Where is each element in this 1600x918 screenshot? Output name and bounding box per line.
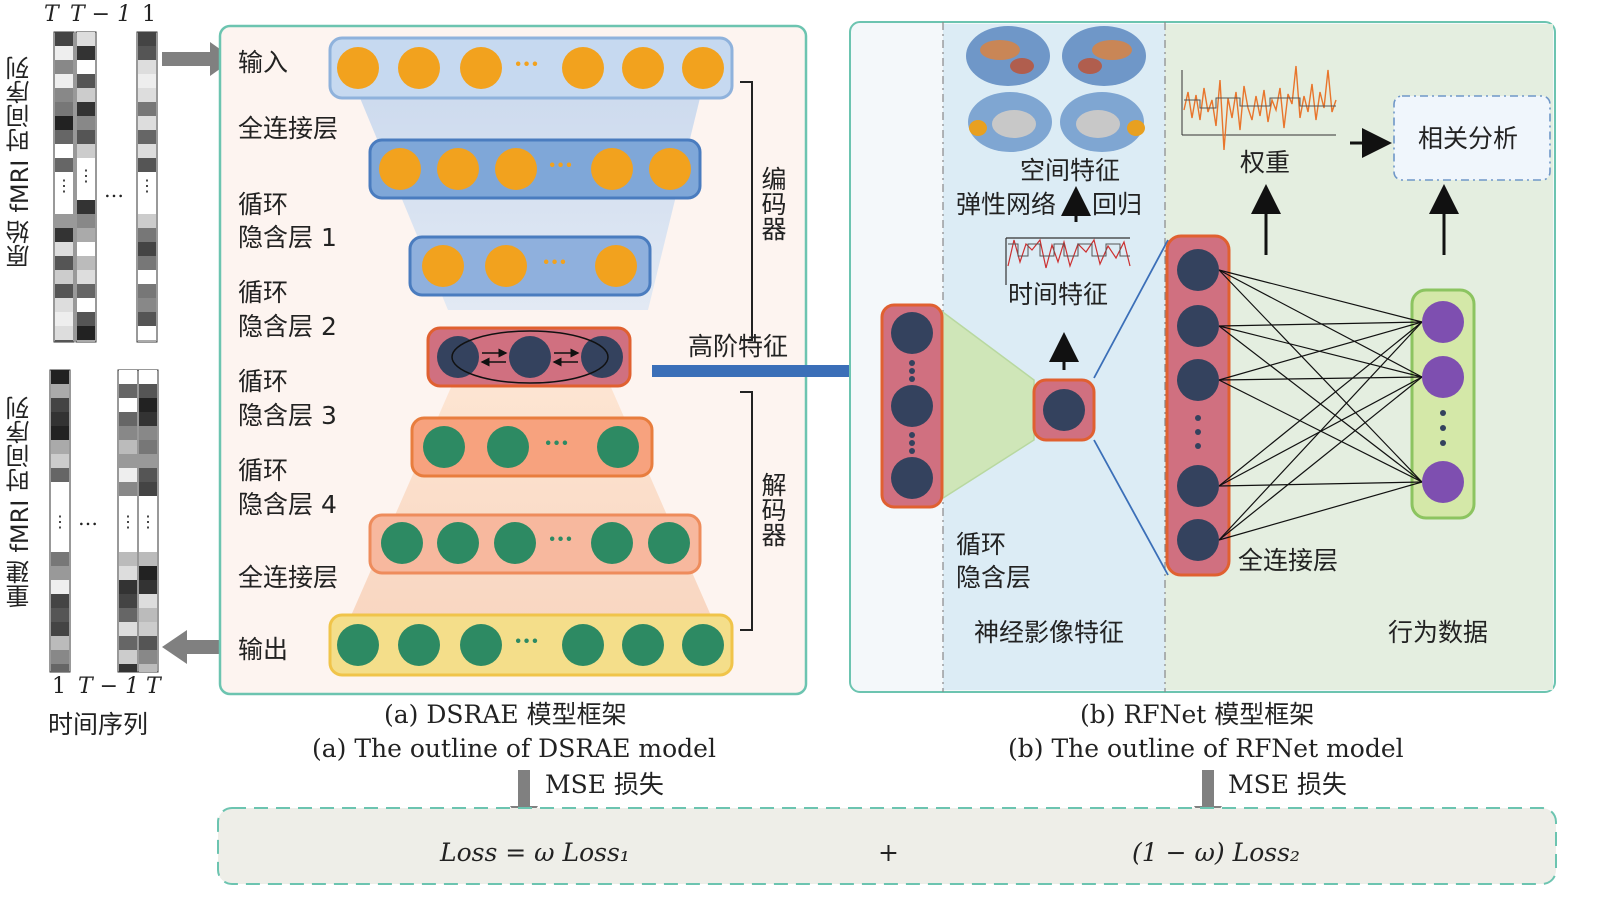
rnn1-ellipsis: ··· [542,247,568,276]
bottleneck-nodes [437,330,623,384]
fc-label-1: 全连接层 [238,114,339,143]
loss-term-2: (1 − ω) Loss₂ [1132,838,1300,867]
original-fmri-strips: ⋮ ⋮ ⋮ [53,31,158,343]
top-tick-1: 1 [142,2,156,27]
correlation-label: 相关分析 [1418,124,1519,153]
svg-text:⋮: ⋮ [52,512,68,531]
encoder-label: 编码器 [758,166,787,241]
temporal-feature-label: 时间特征 [1008,280,1109,309]
fc2-ellipsis: ··· [548,524,574,553]
fc1-ellipsis: ··· [548,150,574,179]
fc-label-2: 全连接层 [238,563,339,592]
behavior-data-label: 行为数据 [1388,618,1489,647]
input-ellipsis: ··· [514,49,540,78]
svg-text:⋮: ⋮ [139,176,155,195]
fc1-nodes [379,148,691,190]
rnn3-ellipsis: ··· [544,428,570,457]
output-ellipsis: ··· [514,626,540,655]
decoder-label: 解码器 [758,472,787,547]
caption-b-en: (b) The outline of RFNet model [1008,734,1404,763]
input-label: 输入 [238,48,289,77]
caption-b-zh: (b) RFNet 模型框架 [1080,700,1315,729]
recon-fmri-strips: ⋮⋮⋮ [49,369,159,673]
rnn3-label-a: 循环 [238,367,289,396]
svg-text:⋮: ⋮ [78,166,94,185]
correlation-box [1393,95,1551,181]
loss-box [217,807,1557,885]
input-nodes [337,47,724,89]
rnn2-label-b: 隐含层 2 [238,312,337,341]
rnn-hidden-1 [408,235,652,297]
rnn1-label-a: 循环 [238,190,289,219]
behavior-nodes [1422,301,1464,503]
strip-hdots-top: … [104,178,124,202]
mse-loss-label-b: MSE 损失 [1228,770,1347,799]
bottom-tick-T-1: T − 1 [78,674,140,699]
rnn-label-a: 循环 [956,530,1007,559]
rnn3-nodes [423,426,639,468]
rnn2-label-a: 循环 [238,278,289,307]
output-nodes [337,624,724,666]
original-fmri-label: 原始 fMRI 时间序列 [6,56,34,269]
fc2-nodes [381,522,690,564]
top-tick-T-1: T − 1 [70,2,132,27]
weights-plot [1181,65,1337,151]
output-label: 输出 [238,635,289,664]
rnn4-label-a: 循环 [238,456,289,485]
svg-text:⋮: ⋮ [140,512,156,531]
top-tick-T: T [44,2,59,27]
feature-column-nodes [891,312,933,499]
bottom-tick-1: 1 [52,674,66,699]
rnn4-label-b: 隐含层 4 [238,490,337,519]
time-series-axis-label: 时间序列 [48,710,149,739]
rnn-hidden-3 [410,416,654,478]
temporal-feature-plot [1005,237,1131,285]
loss-plus: + [878,838,899,867]
spatial-feature-label: 空间特征 [1020,156,1121,185]
rnn-label-b: 隐含层 [956,563,1032,592]
rnn1-nodes [422,245,637,287]
fc-connections [1218,269,1423,541]
encoder-brace [740,81,753,341]
fc-layer-label: 全连接层 [1238,546,1339,575]
loss-term-1: Loss = ω Loss₁ [440,838,630,867]
bottom-tick-T: T [146,674,161,699]
mse-loss-label-a: MSE 损失 [545,770,664,799]
elastic-net-label: 弹性网络 [956,190,1057,219]
brain-maps [966,26,1146,152]
high-order-label: 高阶特征 [688,332,789,361]
behavior-column [1410,288,1476,520]
weights-label: 权重 [1240,148,1291,177]
decoder-brace [740,391,753,631]
caption-a-zh: (a) DSRAE 模型框架 [384,700,627,729]
strip-hdots-bottom: … [78,506,98,530]
caption-a-en: (a) The outline of DSRAE model [312,734,716,763]
recon-fmri-label: 重建 fMRI 时间序列 [6,396,34,609]
rnn3-label-b: 隐含层 3 [238,401,337,430]
svg-text:⋮: ⋮ [120,512,136,531]
neuro-feature-label: 神经影像特征 [974,618,1125,647]
svg-text:⋮: ⋮ [56,176,72,195]
rnn1-label-b: 隐含层 1 [238,223,337,252]
fc-input-nodes [1177,249,1219,561]
rnn-hidden-node [1043,389,1085,431]
regression-label: 回归 [1092,190,1143,219]
